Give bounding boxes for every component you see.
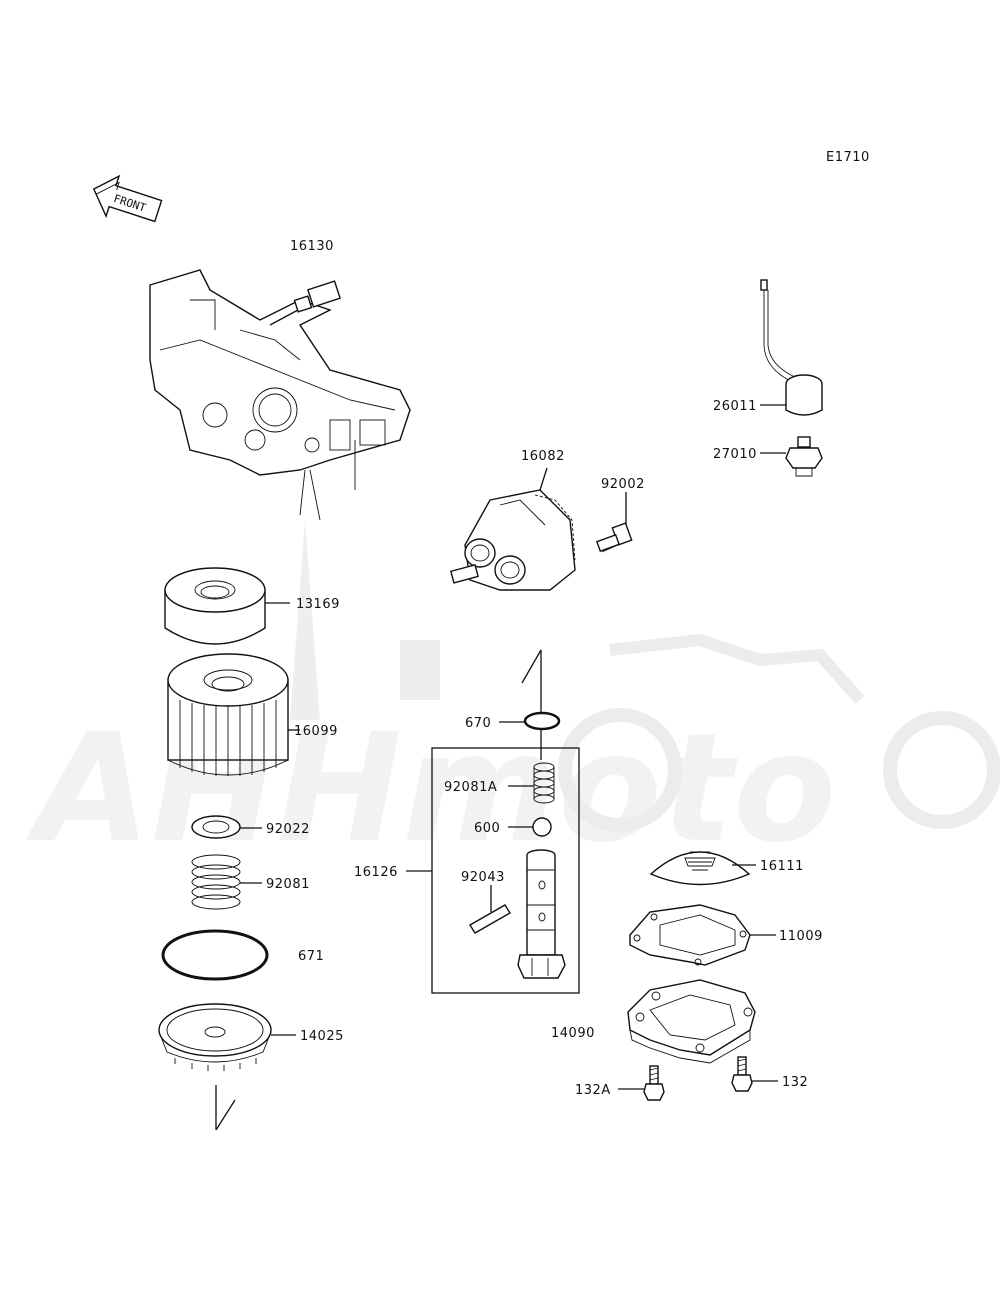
part-label-16130: 16130 — [290, 239, 334, 254]
part-label-13169: 13169 — [296, 597, 340, 612]
part-label-26011: 26011 — [713, 399, 757, 414]
cover-drawing — [627, 979, 756, 1064]
gasket-drawing — [629, 904, 751, 966]
oil-pump-drawing — [449, 489, 576, 591]
part-label-92081: 92081 — [266, 877, 310, 892]
part-label-671: 671 — [298, 949, 324, 964]
washer-drawing — [191, 815, 241, 839]
relief-spring-drawing — [533, 762, 555, 804]
cut-line — [521, 649, 542, 684]
o-ring-small-drawing — [523, 711, 561, 731]
filter-cap-drawing — [158, 1003, 272, 1071]
spring-drawing — [191, 854, 241, 910]
pump-bolt-drawing — [595, 522, 633, 553]
o-ring-large-drawing — [161, 929, 269, 981]
sender-unit-drawing — [760, 279, 823, 416]
part-label-92043: 92043 — [461, 870, 505, 885]
part-label-670: 670 — [465, 716, 491, 731]
svg-text:AHHmoto: AHHmoto — [25, 702, 836, 876]
diagram-code: E1710 — [826, 150, 870, 165]
filter-housing-drawing — [164, 567, 266, 645]
part-label-16111: 16111 — [760, 859, 804, 874]
part-label-14025: 14025 — [300, 1029, 344, 1044]
watermark: AHHmoto — [25, 520, 1000, 876]
part-label-11009: 11009 — [779, 929, 823, 944]
part-label-92081A: 92081A — [444, 780, 497, 795]
part-label-132A: 132A — [575, 1083, 611, 1098]
part-label-14090: 14090 — [551, 1026, 595, 1041]
part-label-132: 132 — [782, 1075, 808, 1090]
part-label-16082: 16082 — [521, 449, 565, 464]
part-label-16099: 16099 — [294, 724, 338, 739]
part-label-92022: 92022 — [266, 822, 310, 837]
oil-filter-drawing — [167, 653, 289, 776]
bolt-a-drawing — [643, 1065, 665, 1101]
part-label-92002: 92002 — [601, 477, 645, 492]
pressure-switch-drawing — [785, 436, 823, 477]
bolt-drawing — [731, 1056, 753, 1092]
strainer-drawing — [649, 851, 751, 886]
part-label-600: 600 — [474, 821, 500, 836]
crankcase-drawing — [149, 269, 411, 521]
pin-drawing — [469, 904, 511, 934]
ball-drawing — [532, 817, 552, 837]
relief-valve-body-drawing — [517, 849, 566, 979]
part-label-27010: 27010 — [713, 447, 757, 462]
oil-plug-icon — [269, 280, 341, 326]
front-arrow-icon: FRONT — [92, 174, 163, 223]
cut-line — [215, 1099, 236, 1131]
part-label-16126: 16126 — [354, 865, 398, 880]
